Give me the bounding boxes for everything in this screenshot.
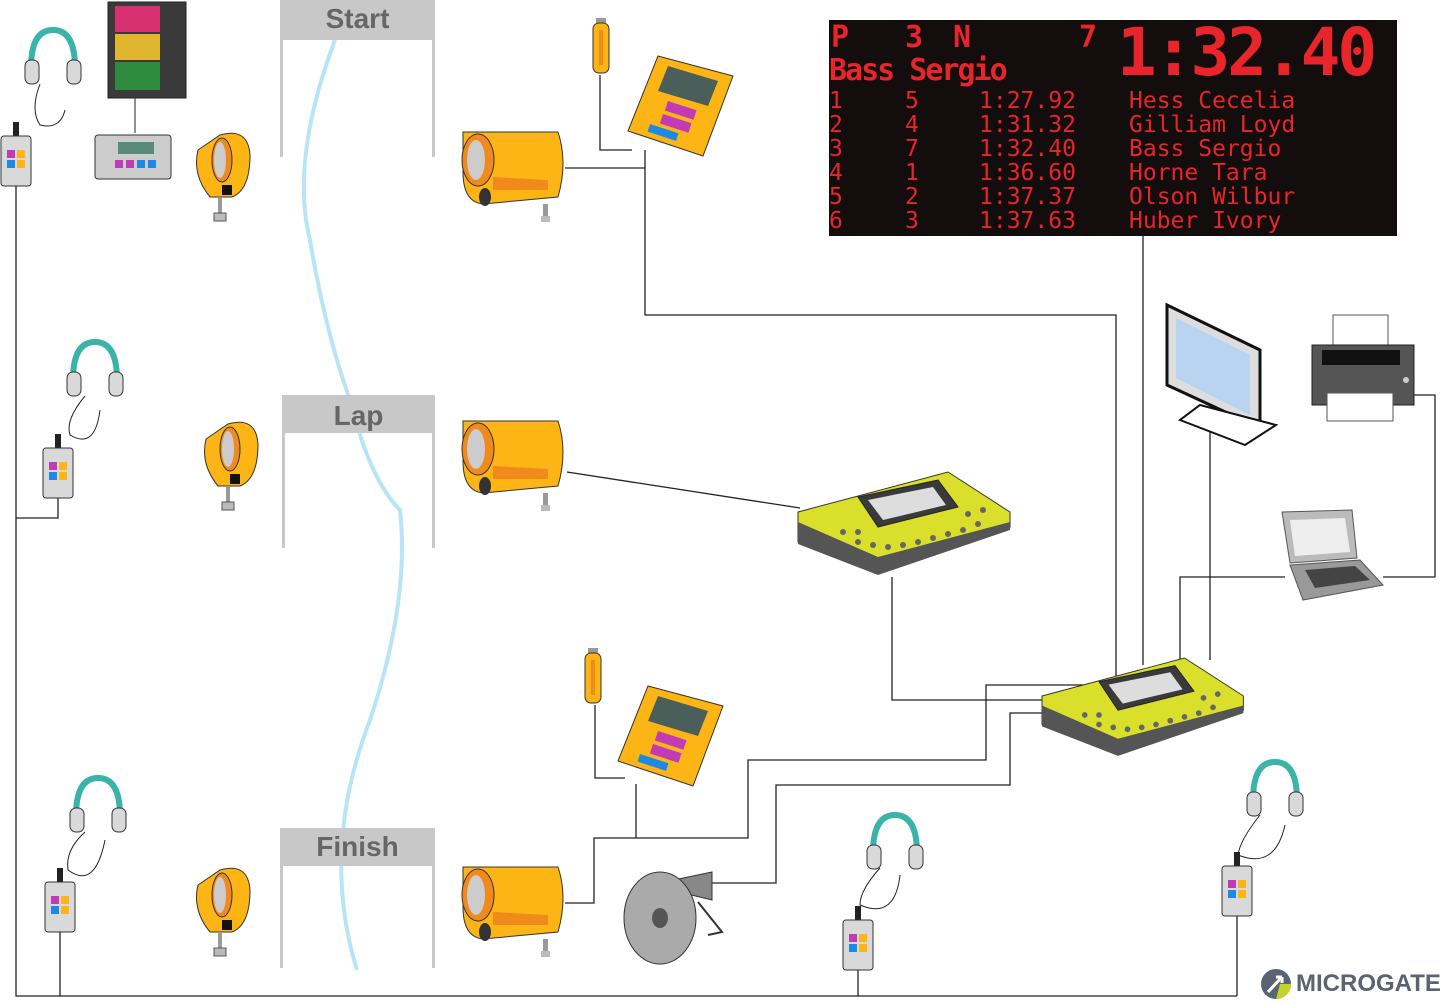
led-scoreboard: P 3 N 7 Bass Sergio 1:32.40 1 5 1:27.92 Hes… bbox=[829, 20, 1397, 236]
headset-radio-start bbox=[0, 30, 81, 187]
printer-icon bbox=[1311, 314, 1415, 422]
headset-radio-speaker bbox=[1221, 762, 1303, 917]
scoreboard-name: Olson Wilbur bbox=[1129, 184, 1296, 210]
scoreboard-name: Hess Cecelia bbox=[1129, 88, 1296, 114]
reflector-start bbox=[196, 132, 251, 222]
scoreboard-time: 1:37.37 bbox=[979, 184, 1076, 210]
timer-rei2-lap bbox=[797, 471, 1011, 576]
lap-label: Lap bbox=[333, 400, 384, 431]
scoreboard-time: 1:37.63 bbox=[979, 208, 1076, 234]
keypad-finish bbox=[617, 685, 724, 787]
finish-gate bbox=[280, 828, 435, 968]
reflector-lap bbox=[204, 421, 259, 511]
scoreboard-bib: 1 bbox=[905, 160, 919, 186]
microgate-logo-text: MICROGATE bbox=[1296, 970, 1441, 997]
scoreboard-bib: 7 bbox=[905, 136, 919, 162]
scoreboard-bib: 4 bbox=[905, 112, 919, 138]
scoreboard-rank: 3 bbox=[829, 136, 843, 162]
scoreboard-name: Huber Ivory bbox=[1129, 208, 1282, 234]
position-value: 3 bbox=[905, 20, 924, 55]
pushbutton-start bbox=[592, 17, 610, 74]
scoreboard-bib: 5 bbox=[905, 88, 919, 114]
headset-radio-lap bbox=[42, 342, 123, 499]
start-controller bbox=[94, 98, 172, 180]
photocell-lap bbox=[461, 420, 564, 512]
scoreboard-bib: 3 bbox=[905, 208, 919, 234]
headset-radio-judge bbox=[842, 815, 923, 971]
scoreboard-rank: 2 bbox=[829, 112, 843, 138]
finish-label: Finish bbox=[316, 831, 399, 862]
photocell-start bbox=[461, 131, 564, 223]
loudspeaker-icon bbox=[623, 871, 724, 965]
monitor-icon bbox=[1165, 302, 1279, 447]
microgate-logo: MICROGATE bbox=[1260, 968, 1441, 1000]
scoreboard-time: 1:36.60 bbox=[979, 160, 1076, 186]
scoreboard-rank: 5 bbox=[829, 184, 843, 210]
scoreboard-time: 1:31.32 bbox=[979, 112, 1076, 138]
scoreboard-bib: 2 bbox=[905, 184, 919, 210]
number-label: N bbox=[953, 20, 972, 55]
reflector-finish bbox=[196, 867, 251, 957]
number-value: 7 bbox=[1079, 20, 1098, 55]
wiring bbox=[15, 75, 1436, 997]
keypad-start bbox=[627, 55, 734, 157]
start-label: Start bbox=[325, 3, 390, 34]
lap-gate bbox=[282, 395, 435, 548]
scoreboard-rank: 4 bbox=[829, 160, 843, 186]
laptop-icon bbox=[1281, 509, 1384, 601]
current-time: 1:32.40 bbox=[1117, 20, 1377, 91]
current-athlete: Bass Sergio bbox=[829, 53, 1008, 88]
scoreboard-name: Gilliam Loyd bbox=[1129, 112, 1296, 138]
course-line bbox=[301, 39, 404, 971]
pushbutton-finish bbox=[584, 647, 602, 704]
timer-rei2-main bbox=[1041, 657, 1244, 757]
start-gate bbox=[280, 0, 435, 157]
microgate-logo-icon bbox=[1261, 969, 1291, 999]
scoreboard-rank: 1 bbox=[829, 88, 843, 114]
scoreboard-rank: 6 bbox=[829, 208, 843, 234]
photocell-finish bbox=[461, 866, 564, 958]
scoreboard-time: 1:32.40 bbox=[979, 136, 1076, 162]
scoreboard-time: 1:27.92 bbox=[979, 88, 1076, 114]
headset-radio-finish bbox=[44, 778, 126, 933]
scoreboard-name: Bass Sergio bbox=[1129, 136, 1282, 162]
position-label: P bbox=[831, 20, 850, 55]
scoreboard-name: Horne Tara bbox=[1129, 160, 1268, 186]
start-display-panel bbox=[107, 1, 187, 99]
